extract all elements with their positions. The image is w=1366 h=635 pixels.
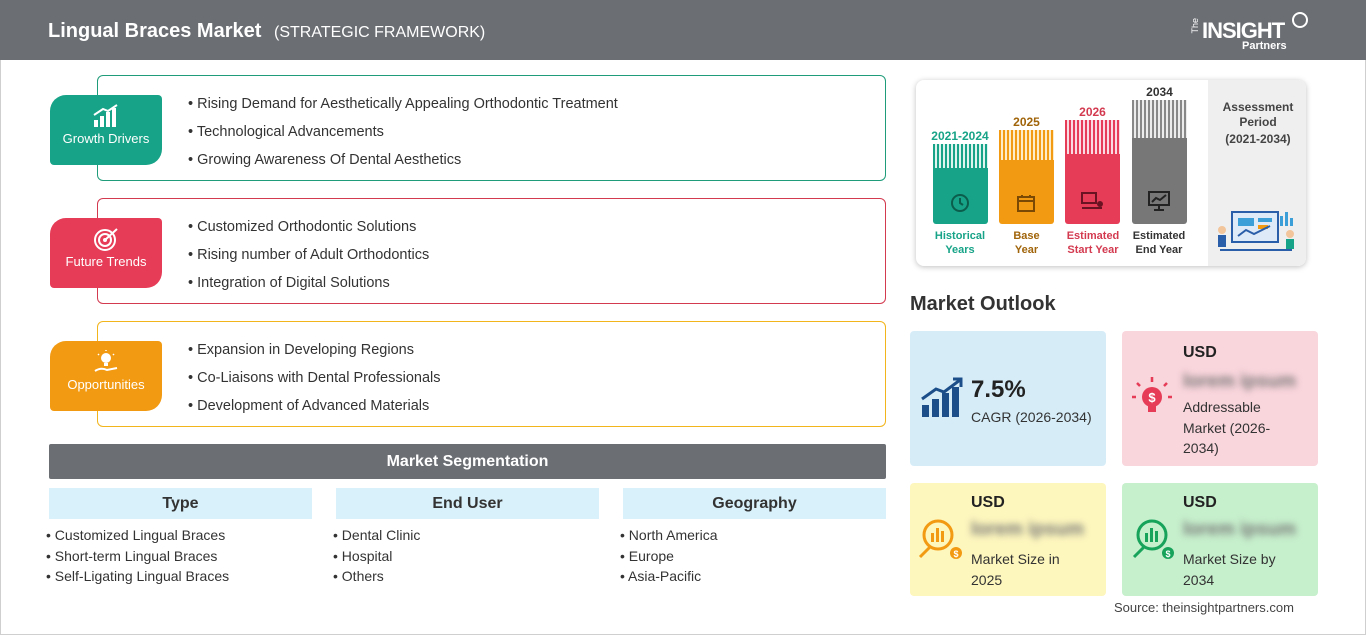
segment-item: • Hospital <box>333 547 393 564</box>
logo-partners: Partners <box>1242 40 1287 52</box>
segment-item: • Customized Lingual Braces <box>46 527 226 543</box>
analytics-people-icon <box>1218 211 1294 251</box>
growth-driver-item: • Rising Demand for Aesthetically Appeal… <box>188 96 618 112</box>
segment-head: Geography <box>623 488 886 519</box>
market-size-2025-card: USD lorem ipsum $ Market Size in 2025 <box>910 483 1106 596</box>
year-bar-base <box>999 130 1054 224</box>
segment-item: • Asia-Pacific <box>620 568 702 584</box>
segment-geography: Geography • North America • Europe • Asi… <box>620 488 886 587</box>
segment-item: • Dental Clinic <box>333 527 421 543</box>
cagr-value: 7.5% <box>971 376 1026 403</box>
growth-drivers-box: • Rising Demand for Aesthetically Appeal… <box>97 75 886 181</box>
logo-insight: INSIGHT <box>1202 18 1285 43</box>
addressable-value: lorem ipsum <box>1183 371 1296 392</box>
segment-item: • Short-term Lingual Braces <box>46 547 218 564</box>
segment-type: Type • Customized Lingual Braces • Short… <box>46 488 312 587</box>
assessment-title: Assessment Period <box>1222 100 1294 129</box>
year-label-historical: 2021-2024 <box>931 129 989 143</box>
year-bar-start <box>1065 120 1120 224</box>
opportunity-item: • Co-Liaisons with Dental Professionals <box>188 370 441 386</box>
presentation-icon <box>1081 192 1103 209</box>
future-trends-box: • Customized Orthodontic Solutions • Ris… <box>97 198 886 304</box>
page-subtitle: (STRATEGIC FRAMEWORK) <box>274 24 486 41</box>
opportunities-badge: Opportunities <box>50 341 162 411</box>
cagr-label: CAGR (2026-2034) <box>971 409 1092 425</box>
opportunities-label: Opportunities <box>67 377 145 392</box>
growth-driver-item: • Technological Advancements <box>188 124 384 140</box>
size2034-usd: USD <box>1183 494 1217 511</box>
growth-drivers-label: Growth Drivers <box>62 131 150 146</box>
year-label-end: 2034 <box>1146 85 1173 99</box>
segment-end-user: End User • Dental Clinic • Hospital • Ot… <box>333 488 599 587</box>
size2034-label: Market Size by 2034 <box>1183 551 1276 588</box>
growth-driver-item: • Growing Awareness Of Dental Aesthetics <box>188 152 462 168</box>
opportunity-item: • Development of Advanced Materials <box>188 398 430 414</box>
market-outlook-title: Market Outlook <box>910 293 1056 315</box>
future-trends-badge: Future Trends <box>50 218 162 288</box>
segment-item: • Others <box>333 568 384 584</box>
opportunity-item: • Expansion in Developing Regions <box>188 342 414 358</box>
addressable-market-card: USD lorem ipsum $ Addressable Market (20… <box>1122 331 1318 466</box>
coin-chart-icon: $ <box>918 519 962 559</box>
logo-the: The <box>1190 18 1200 34</box>
svg-text:$: $ <box>1148 390 1156 405</box>
segment-head: Type <box>49 488 312 519</box>
year-bar-historical <box>933 144 988 224</box>
size2034-value: lorem ipsum <box>1183 519 1296 540</box>
year-label-base: 2025 <box>1013 115 1040 129</box>
addressable-usd: USD <box>1183 344 1217 361</box>
segment-item: • Self-Ligating Lingual Braces <box>46 568 230 584</box>
lightbulb-hand-icon <box>94 350 118 372</box>
segmentation-title: Market Segmentation <box>49 444 886 479</box>
lightbulb-dollar-icon: $ <box>1132 377 1172 412</box>
growth-drivers-badge: Growth Drivers <box>50 95 162 165</box>
year-bar-end <box>1132 100 1187 224</box>
target-icon <box>94 228 118 251</box>
insight-partners-logo[interactable]: The INSIGHT Partners <box>1190 10 1310 54</box>
coin-chart-icon: $ <box>1132 519 1174 559</box>
growth-chart-icon <box>921 377 963 417</box>
history-icon <box>951 194 969 212</box>
size2025-value: lorem ipsum <box>971 519 1084 540</box>
calendar-icon <box>1017 195 1035 212</box>
page-title: Lingual Braces Market <box>48 20 262 42</box>
market-size-2034-card: USD lorem ipsum $ Market Size by 2034 <box>1122 483 1318 596</box>
monitor-chart-icon <box>1148 191 1170 211</box>
size2025-label: Market Size in 2025 <box>971 551 1060 588</box>
assessment-period: (2021-2034) <box>1225 132 1291 146</box>
future-trend-item: • Customized Orthodontic Solutions <box>188 219 417 235</box>
svg-text:$: $ <box>1165 549 1170 559</box>
logo-arc-icon <box>1292 12 1308 28</box>
segment-item: • Europe <box>620 547 674 564</box>
size2025-usd: USD <box>971 494 1005 511</box>
source-link[interactable]: Source: theinsightpartners.com <box>1114 600 1294 615</box>
future-trend-item: • Integration of Digital Solutions <box>188 275 390 291</box>
future-trend-item: • Rising number of Adult Orthodontics <box>188 247 430 263</box>
future-trends-label: Future Trends <box>65 254 147 269</box>
addressable-label: Addressable Market (2026-2034) <box>1183 399 1271 456</box>
growth-chart-icon <box>93 104 118 127</box>
cagr-card: 7.5% CAGR (2026-2034) <box>910 331 1106 466</box>
year-label-start: 2026 <box>1079 105 1106 119</box>
header-bar: Lingual Braces Market (STRATEGIC FRAMEWO… <box>0 0 1366 60</box>
opportunities-box: • Expansion in Developing Regions • Co-L… <box>97 321 886 427</box>
segment-item: • North America <box>620 527 718 543</box>
segment-head: End User <box>336 488 599 519</box>
svg-text:$: $ <box>953 549 958 559</box>
